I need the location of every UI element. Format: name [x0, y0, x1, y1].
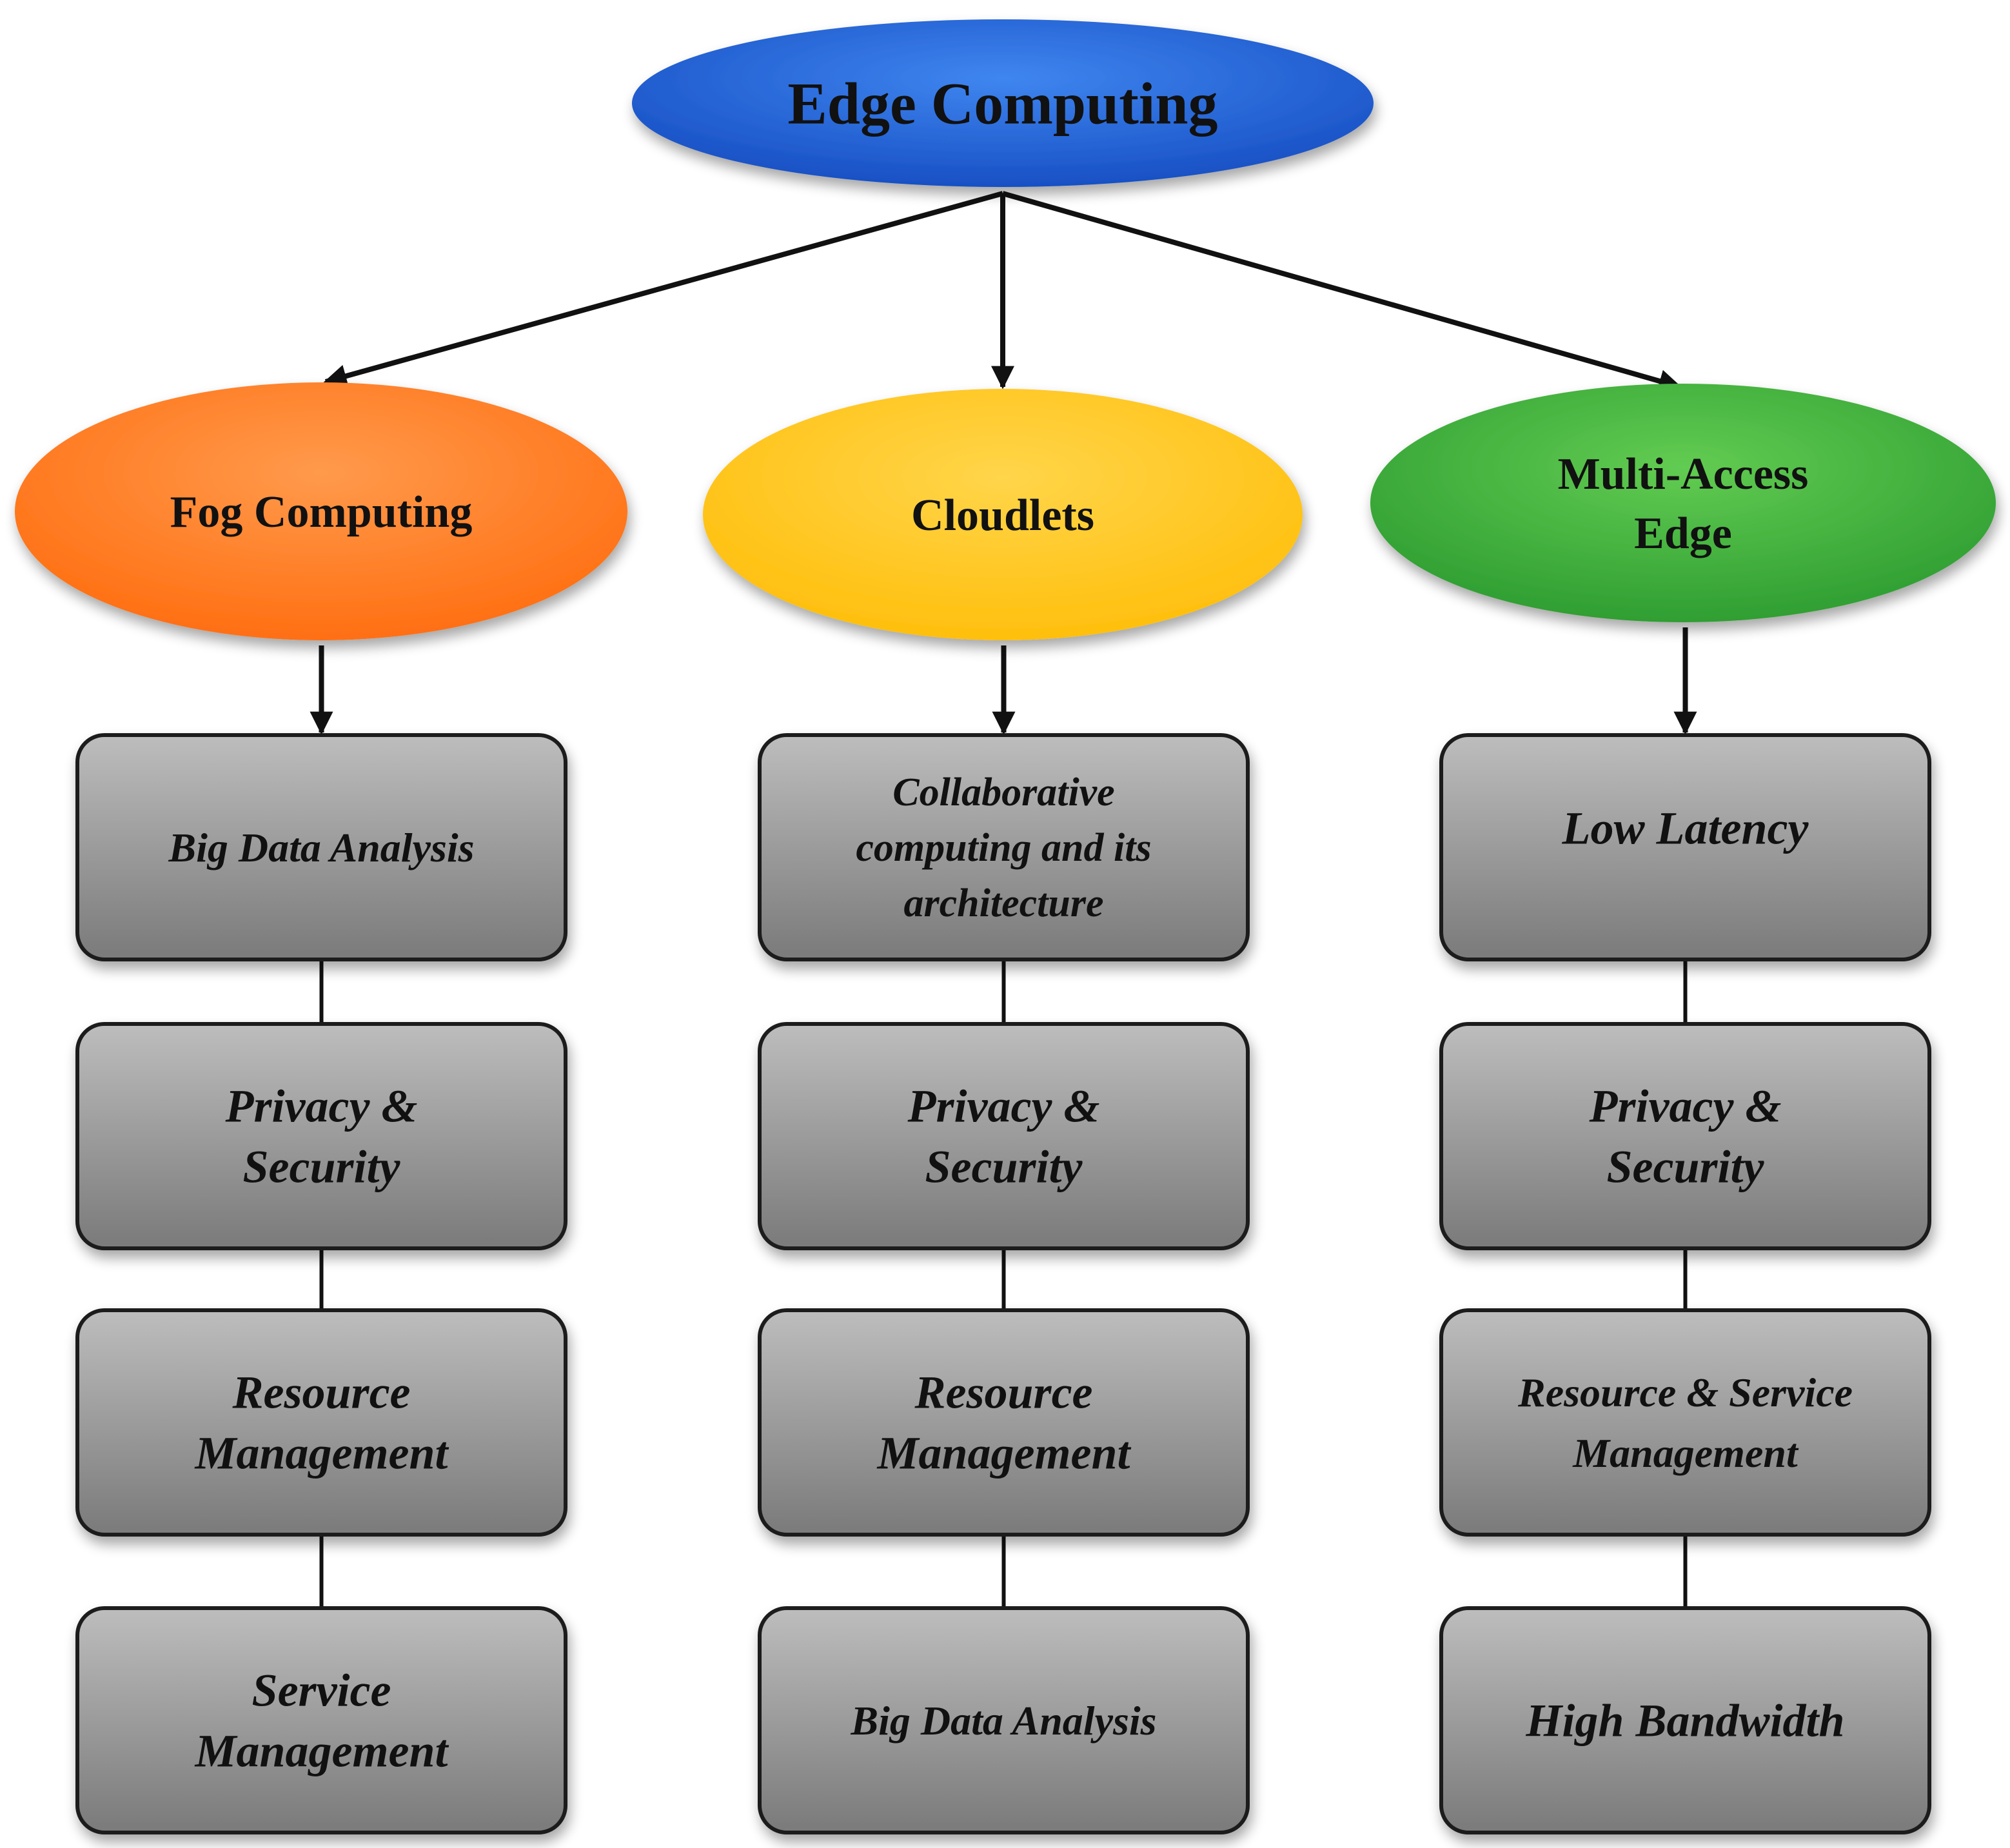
item-label-0-3-line: Service [252, 1664, 391, 1716]
item-label-0-0: Big Data Analysis [168, 825, 474, 870]
branch-node-1 [703, 389, 1303, 640]
item-label-1-0: Collaborative computing and its architectu… [856, 771, 1151, 925]
item-box-2-0 [1439, 733, 1931, 961]
item-label-2-1-line: Privacy & [1589, 1080, 1782, 1132]
item-label-1-3: Big Data Analysis [850, 1698, 1156, 1744]
branch-label-0: Fog Computing [170, 487, 473, 537]
item-label-2-2-line: Management [1572, 1430, 1799, 1476]
item-label-2-1-line: Security [1607, 1141, 1765, 1192]
item-box-2-2 [1439, 1308, 1931, 1537]
arrow-root-to-branch-2 [1001, 191, 1682, 393]
item-label-0-2-line: Management [194, 1427, 449, 1479]
item-label-2-2-line: Resource & Service [1517, 1370, 1853, 1415]
item-label-0-0-line: Big Data Analysis [168, 825, 474, 870]
item-label-1-1: Privacy & Security [907, 1080, 1100, 1192]
item-label-0-1-line: Security [243, 1141, 401, 1192]
branch-label-1-line: Cloudlets [911, 491, 1094, 540]
root-node-edge-computing [632, 19, 1374, 187]
branch-node-0 [15, 382, 627, 640]
branch-label-2-line: Multi-Access [1558, 449, 1809, 499]
branch-label-2-line: Edge [1634, 509, 1732, 558]
item-box-2-1 [1439, 1022, 1931, 1250]
item-label-1-0-line: Collaborative [892, 771, 1114, 814]
item-label-2-1: Privacy & Security [1589, 1080, 1782, 1192]
item-box-1-1 [758, 1022, 1250, 1250]
item-label-1-1-line: Security [925, 1141, 1083, 1192]
item-box-1-2 [758, 1308, 1250, 1537]
item-label-2-3-line: High Bandwidth [1525, 1695, 1844, 1746]
item-label-2-0-line: Low Latency [1562, 802, 1809, 854]
item-label-1-3-line: Big Data Analysis [850, 1698, 1156, 1744]
item-label-2-3: High Bandwidth [1525, 1695, 1844, 1746]
branch-label-1: Cloudlets [911, 491, 1094, 540]
item-box-2-3 [1439, 1606, 1931, 1834]
item-label-0-1: Privacy & Security [225, 1080, 418, 1192]
item-box-0-1 [75, 1022, 567, 1250]
item-label-0-2-line: Resource [232, 1366, 411, 1418]
item-label-0-3-line: Management [194, 1725, 449, 1776]
item-box-0-3 [75, 1606, 567, 1834]
item-box-0-0 [75, 733, 567, 961]
item-box-1-3 [758, 1606, 1250, 1834]
item-label-1-1-line: Privacy & [907, 1080, 1100, 1132]
arrow-root-to-branch-0 [323, 191, 1004, 388]
branch-node-2 [1370, 384, 1996, 622]
item-label-1-0-line: architecture [904, 881, 1104, 925]
item-label-1-0-line: computing and its [856, 826, 1151, 870]
item-label-1-2-line: Resource [914, 1366, 1093, 1418]
item-box-0-2 [75, 1308, 567, 1537]
item-box-1-0 [758, 733, 1250, 961]
item-label-2-0: Low Latency [1562, 802, 1809, 854]
item-label-0-1-line: Privacy & [225, 1080, 418, 1132]
branch-label-0-line: Fog Computing [170, 487, 473, 537]
connectors-layer [310, 191, 1697, 1608]
item-label-1-2-line: Management [876, 1427, 1131, 1479]
root-label-line: Edge Computing [787, 70, 1217, 136]
root-label: Edge Computing [787, 70, 1217, 136]
